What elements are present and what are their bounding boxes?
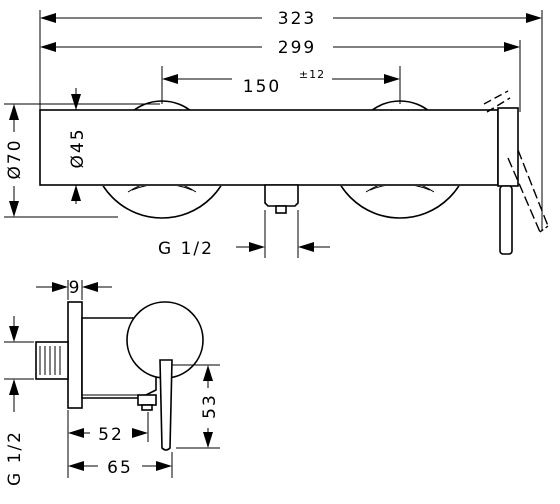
body-width-label: 299 <box>278 38 316 58</box>
dim-plate-thickness: 9 <box>36 278 112 300</box>
dim-inlet-spacing: 150 ±12 <box>161 66 401 104</box>
dim-height-dia70: Ø70 <box>4 103 160 218</box>
dim-overall-width: 323 <box>39 9 543 230</box>
side-view <box>35 301 204 451</box>
side-outlet-tip <box>141 404 153 411</box>
outlet-height-label: 53 <box>200 393 220 419</box>
wall-plate <box>67 301 83 409</box>
outlet-thread-front-label: G 1/2 <box>158 239 214 259</box>
outlet-tip <box>275 205 287 214</box>
overall-width-label: 323 <box>278 9 316 29</box>
side-lever <box>159 359 173 451</box>
lever-handle <box>499 185 513 255</box>
front-view <box>39 90 549 255</box>
mixer-body <box>39 109 499 186</box>
dim-body-dia45: Ø45 <box>68 88 88 204</box>
inlet-spacing-label: 150 <box>243 77 281 97</box>
threaded-inlet <box>35 341 69 380</box>
inner-depth-label: 52 <box>98 425 124 445</box>
dim-outlet-height: 53 <box>172 364 220 449</box>
lever-rotation-outline <box>483 90 549 233</box>
dim-inner-depth: 52 <box>67 410 149 478</box>
left-escutcheon <box>102 186 222 219</box>
dim-body-width: 299 <box>40 38 521 112</box>
side-outlet <box>137 394 157 406</box>
dim-outlet-thread-front: G 1/2 <box>158 210 330 259</box>
right-escutcheon <box>340 186 460 219</box>
plate-thickness-label: 9 <box>69 278 82 298</box>
inlet-spacing-tolerance: ±12 <box>299 68 325 81</box>
dim-total-depth: 65 <box>68 452 173 478</box>
outlet-nozzle <box>264 184 299 207</box>
outlet-thread-side-label: G 1/2 <box>5 430 25 486</box>
total-depth-label: 65 <box>107 458 133 478</box>
body-dia45-label: Ø45 <box>68 127 88 168</box>
dim-outlet-thread-side: G 1/2 <box>4 316 34 486</box>
height-dia70-label: Ø70 <box>5 138 25 179</box>
